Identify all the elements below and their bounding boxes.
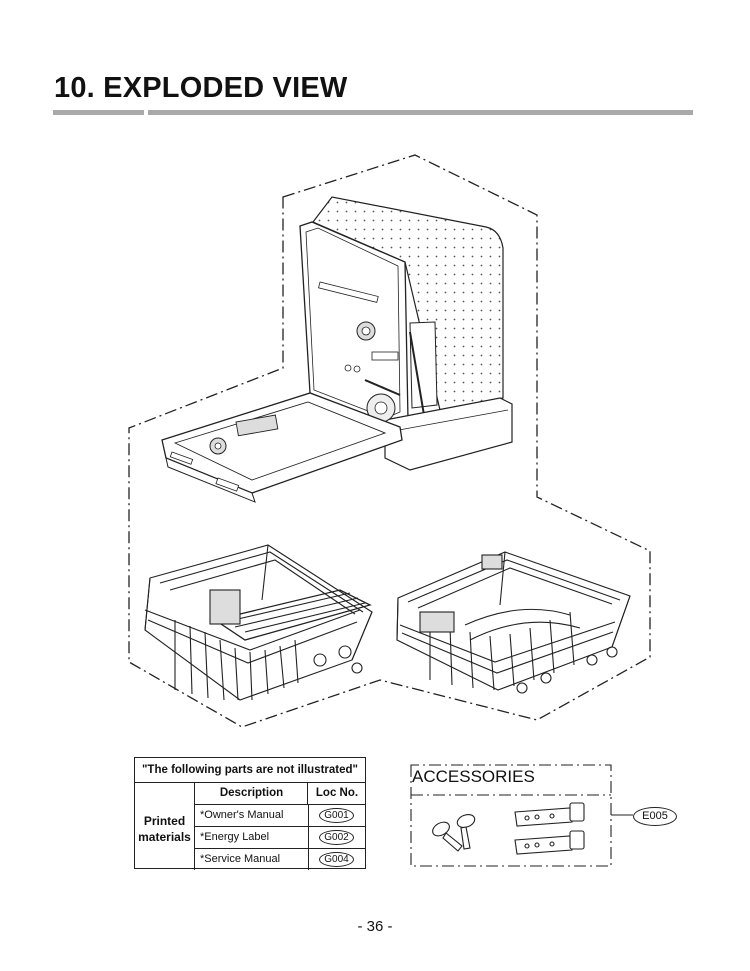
table-row: *Energy Label G002 <box>194 826 366 849</box>
column-header-loc-no: Loc No. <box>307 782 366 805</box>
accessories-box-dashed <box>410 764 612 867</box>
table-row: *Owner's Manual G001 <box>194 804 366 827</box>
title-underline <box>53 110 693 115</box>
door-assembly <box>161 392 403 503</box>
page-number: - 36 - <box>357 918 393 935</box>
row-loc-no: G001 <box>319 808 354 823</box>
screw-icon <box>432 814 476 852</box>
row-description: *Owner's Manual <box>200 809 284 821</box>
accessories-callout: E005 <box>633 807 677 826</box>
row-description: *Service Manual <box>200 853 281 865</box>
assembly-boundary-dashed <box>128 154 651 728</box>
group-label-printed-materials: Printed materials <box>138 814 191 844</box>
lower-rack <box>396 551 631 694</box>
table-row: *Service Manual G004 <box>194 848 366 870</box>
bracket-icon <box>514 802 585 855</box>
row-loc-no: G004 <box>319 852 354 867</box>
upper-rack <box>144 544 373 701</box>
row-description: *Energy Label <box>200 831 270 843</box>
column-header-description: Description <box>194 782 308 805</box>
accessories-title: ACCESSORIES <box>412 767 535 786</box>
page-title: 10. EXPLODED VIEW <box>54 72 348 104</box>
table-heading: "The following parts are not illustrated… <box>135 758 365 783</box>
tub-assembly <box>299 196 513 471</box>
row-loc-no: G002 <box>319 830 354 845</box>
not-illustrated-parts-table: "The following parts are not illustrated… <box>134 757 366 870</box>
